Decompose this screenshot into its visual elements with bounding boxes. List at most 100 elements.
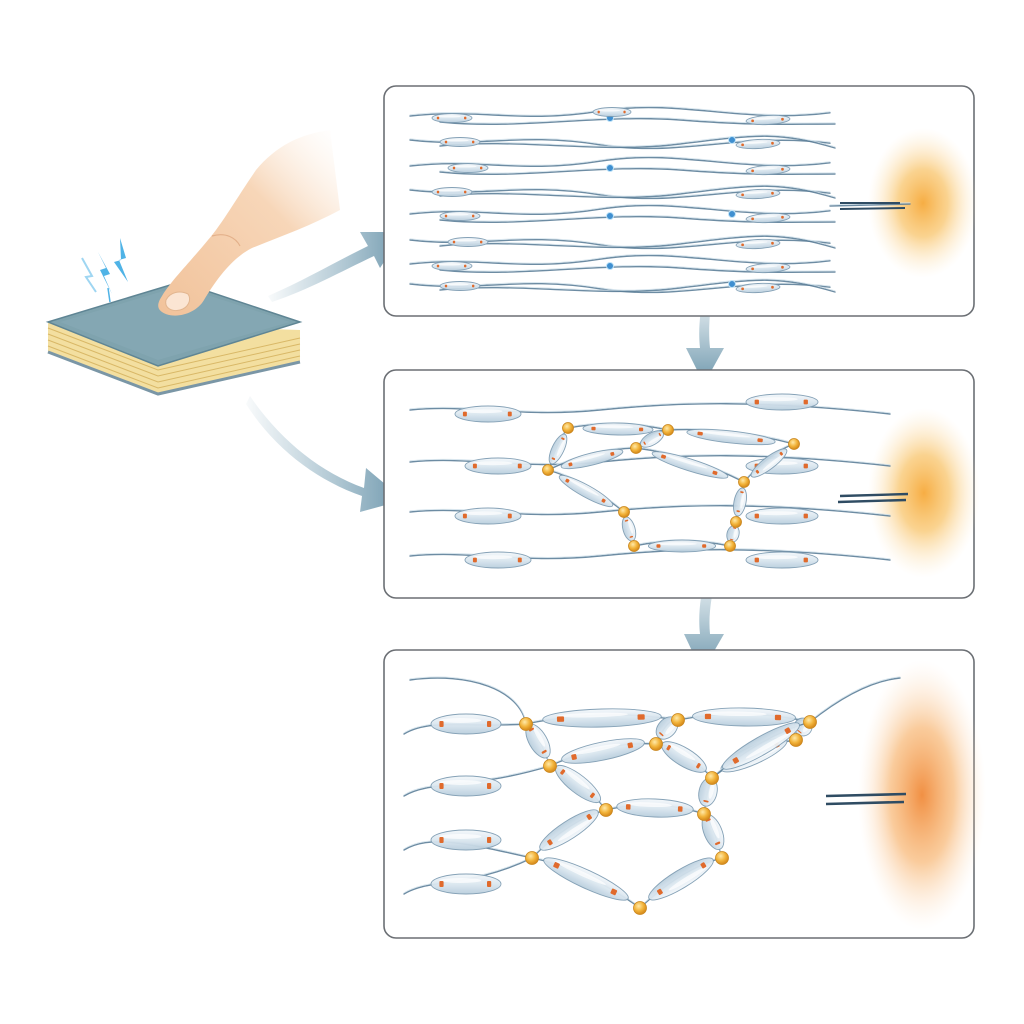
layered-pad-icon (45, 281, 303, 396)
fiber-capsule (454, 507, 522, 525)
arrow-stage-2-to-3 (684, 574, 724, 672)
junction-node (562, 422, 574, 434)
fiber-capsule (735, 138, 781, 150)
fiber-capsule (647, 539, 717, 553)
fiber-capsule (561, 738, 645, 764)
fiber-capsule (745, 114, 791, 126)
fiber-strand (439, 135, 836, 149)
fiber-strand (439, 167, 836, 176)
junction-node (803, 715, 817, 729)
fiber-capsule (735, 282, 781, 294)
fiber-capsule (447, 237, 489, 247)
panel-aligned-fibers (383, 85, 978, 317)
junction-node (662, 424, 674, 436)
fiber-bead (606, 164, 614, 172)
fiber-capsule (692, 707, 796, 727)
fiber-capsule (431, 113, 473, 123)
fiber-strand (409, 254, 831, 266)
fiber-bead (606, 262, 614, 270)
fiber-capsule (543, 857, 629, 901)
fiber-strand (439, 185, 836, 199)
junction-node (671, 713, 685, 727)
fiber-capsule (439, 281, 481, 291)
junction-node (705, 771, 719, 785)
fiber-tail (839, 202, 906, 210)
fiber-strand (439, 235, 836, 249)
fiber-bead (728, 136, 736, 144)
fiber-capsule (539, 809, 599, 851)
fiber-capsule (464, 551, 532, 569)
junction-node (738, 476, 750, 488)
fiber-capsule (555, 764, 601, 804)
fiber-capsule (745, 507, 819, 525)
fiber-strand (439, 279, 836, 293)
arrow-stage-1-to-2 (686, 292, 724, 384)
fiber-capsule (616, 798, 694, 818)
junction-node (715, 851, 729, 865)
fiber-capsule (431, 187, 473, 197)
junction-node (633, 901, 647, 915)
fiber-strand (439, 117, 836, 126)
junction-node (542, 464, 554, 476)
fiber-capsule (735, 188, 781, 200)
junction-node (730, 516, 742, 528)
junction-node (519, 717, 533, 731)
fiber-capsule (745, 262, 791, 274)
fiber-capsule (733, 487, 747, 517)
fiber-capsule (560, 448, 624, 470)
junction-node (788, 438, 800, 450)
fiber-strand (439, 215, 836, 224)
fiber-capsule (439, 211, 481, 221)
fiber-capsule (454, 405, 522, 423)
fiber-capsule (745, 393, 819, 411)
fiber-capsule (648, 857, 714, 901)
fiber-tail (825, 792, 907, 806)
touch-illustration (45, 130, 340, 396)
fiber-capsule (558, 474, 614, 508)
fiber-capsule (592, 107, 632, 117)
junction-node (649, 737, 663, 751)
junction-node (697, 807, 711, 821)
fiber-capsule (745, 164, 791, 176)
junction-node (618, 506, 630, 518)
junction-node (543, 759, 557, 773)
fiber-bead (606, 212, 614, 220)
fiber-strand (829, 203, 911, 207)
junction-node (628, 540, 640, 552)
fiber-strand (809, 677, 901, 723)
fiber-bead (728, 280, 736, 288)
fiber-bead (728, 210, 736, 218)
junction-node (599, 803, 613, 817)
finger-icon (158, 130, 340, 316)
signal-glow (868, 408, 980, 578)
fiber-capsule (686, 428, 776, 446)
fiber-capsule (430, 873, 502, 895)
junction-node (724, 540, 736, 552)
panel-fully-networked (383, 649, 986, 939)
fiber-capsule (548, 433, 568, 465)
fiber-capsule (430, 829, 502, 851)
junction-node (789, 733, 803, 747)
fiber-capsule (430, 713, 502, 735)
fiber-strand (409, 677, 527, 725)
fiber-capsule (651, 451, 729, 479)
arrow-to-stage-2 (246, 396, 404, 512)
fiber-capsule (735, 238, 781, 250)
fiber-capsule (431, 261, 473, 271)
fiber-capsule (464, 457, 532, 475)
junction-node (630, 442, 642, 454)
fiber-capsule (542, 708, 662, 728)
fiber-capsule (745, 212, 791, 224)
fiber-capsule (750, 448, 788, 478)
lightning-icon (81, 238, 128, 303)
fiber-capsule (582, 422, 654, 436)
fiber-capsule (447, 163, 489, 173)
flow-arrows (246, 232, 724, 672)
arrow-to-stage-1 (268, 232, 404, 302)
fiber-capsule (430, 775, 502, 797)
panel-partially-networked (383, 369, 980, 599)
fiber-capsule (745, 551, 819, 569)
fiber-capsule (439, 137, 481, 147)
fiber-strand (439, 265, 836, 274)
